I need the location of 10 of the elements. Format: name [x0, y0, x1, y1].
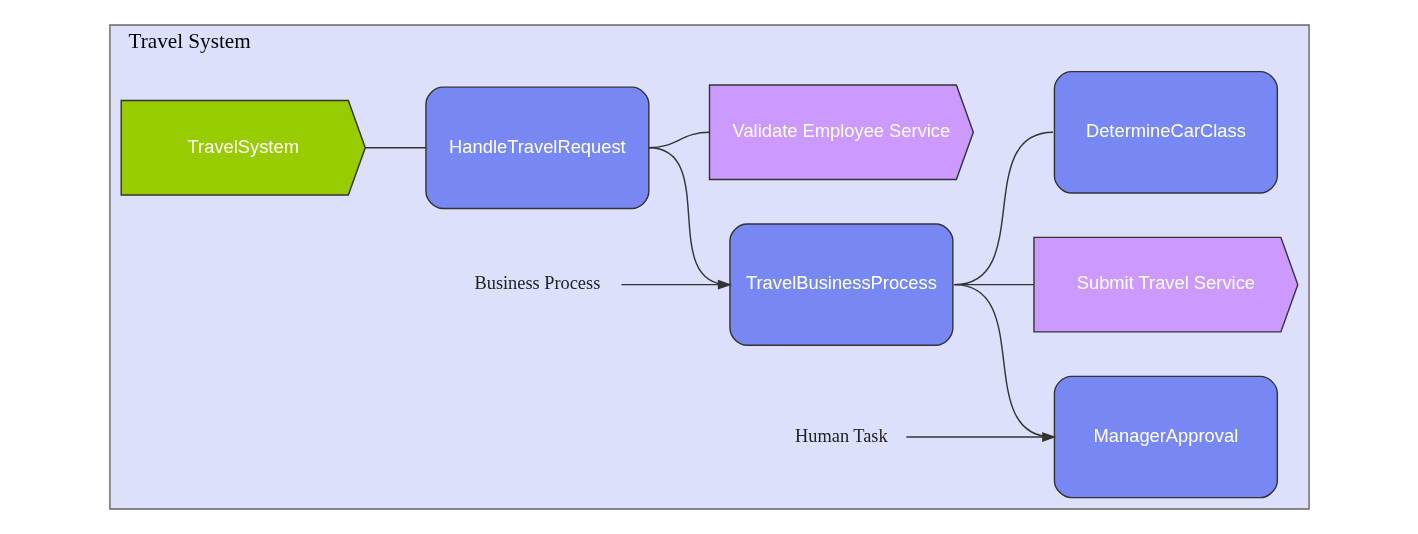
node-text: Business Process	[474, 273, 600, 294]
node-box: TravelBusinessProcess	[728, 223, 954, 346]
node-box: DetermineCarClass	[1053, 70, 1278, 194]
arrow	[905, 432, 1056, 442]
node-box: ManagerApproval	[1053, 375, 1278, 499]
node-box: HandleTravelRequest	[424, 86, 650, 210]
connector	[364, 147, 427, 149]
arrow	[620, 279, 732, 290]
connector	[647, 131, 710, 149]
node-text: Human Task	[794, 425, 888, 446]
